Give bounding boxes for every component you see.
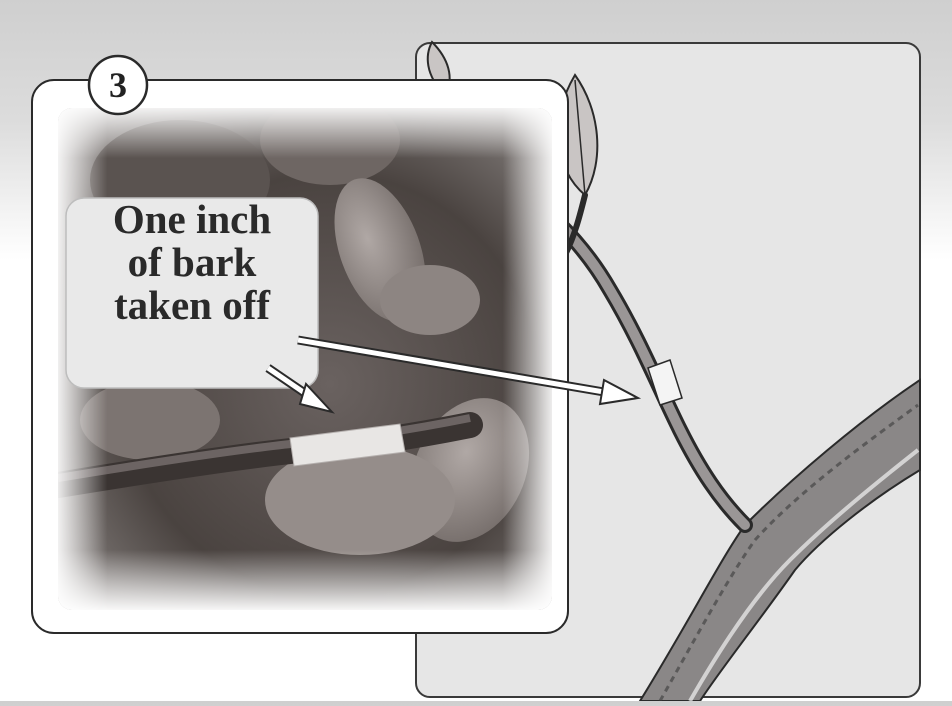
step-number: 3 — [88, 57, 148, 113]
callout-box — [66, 198, 318, 388]
